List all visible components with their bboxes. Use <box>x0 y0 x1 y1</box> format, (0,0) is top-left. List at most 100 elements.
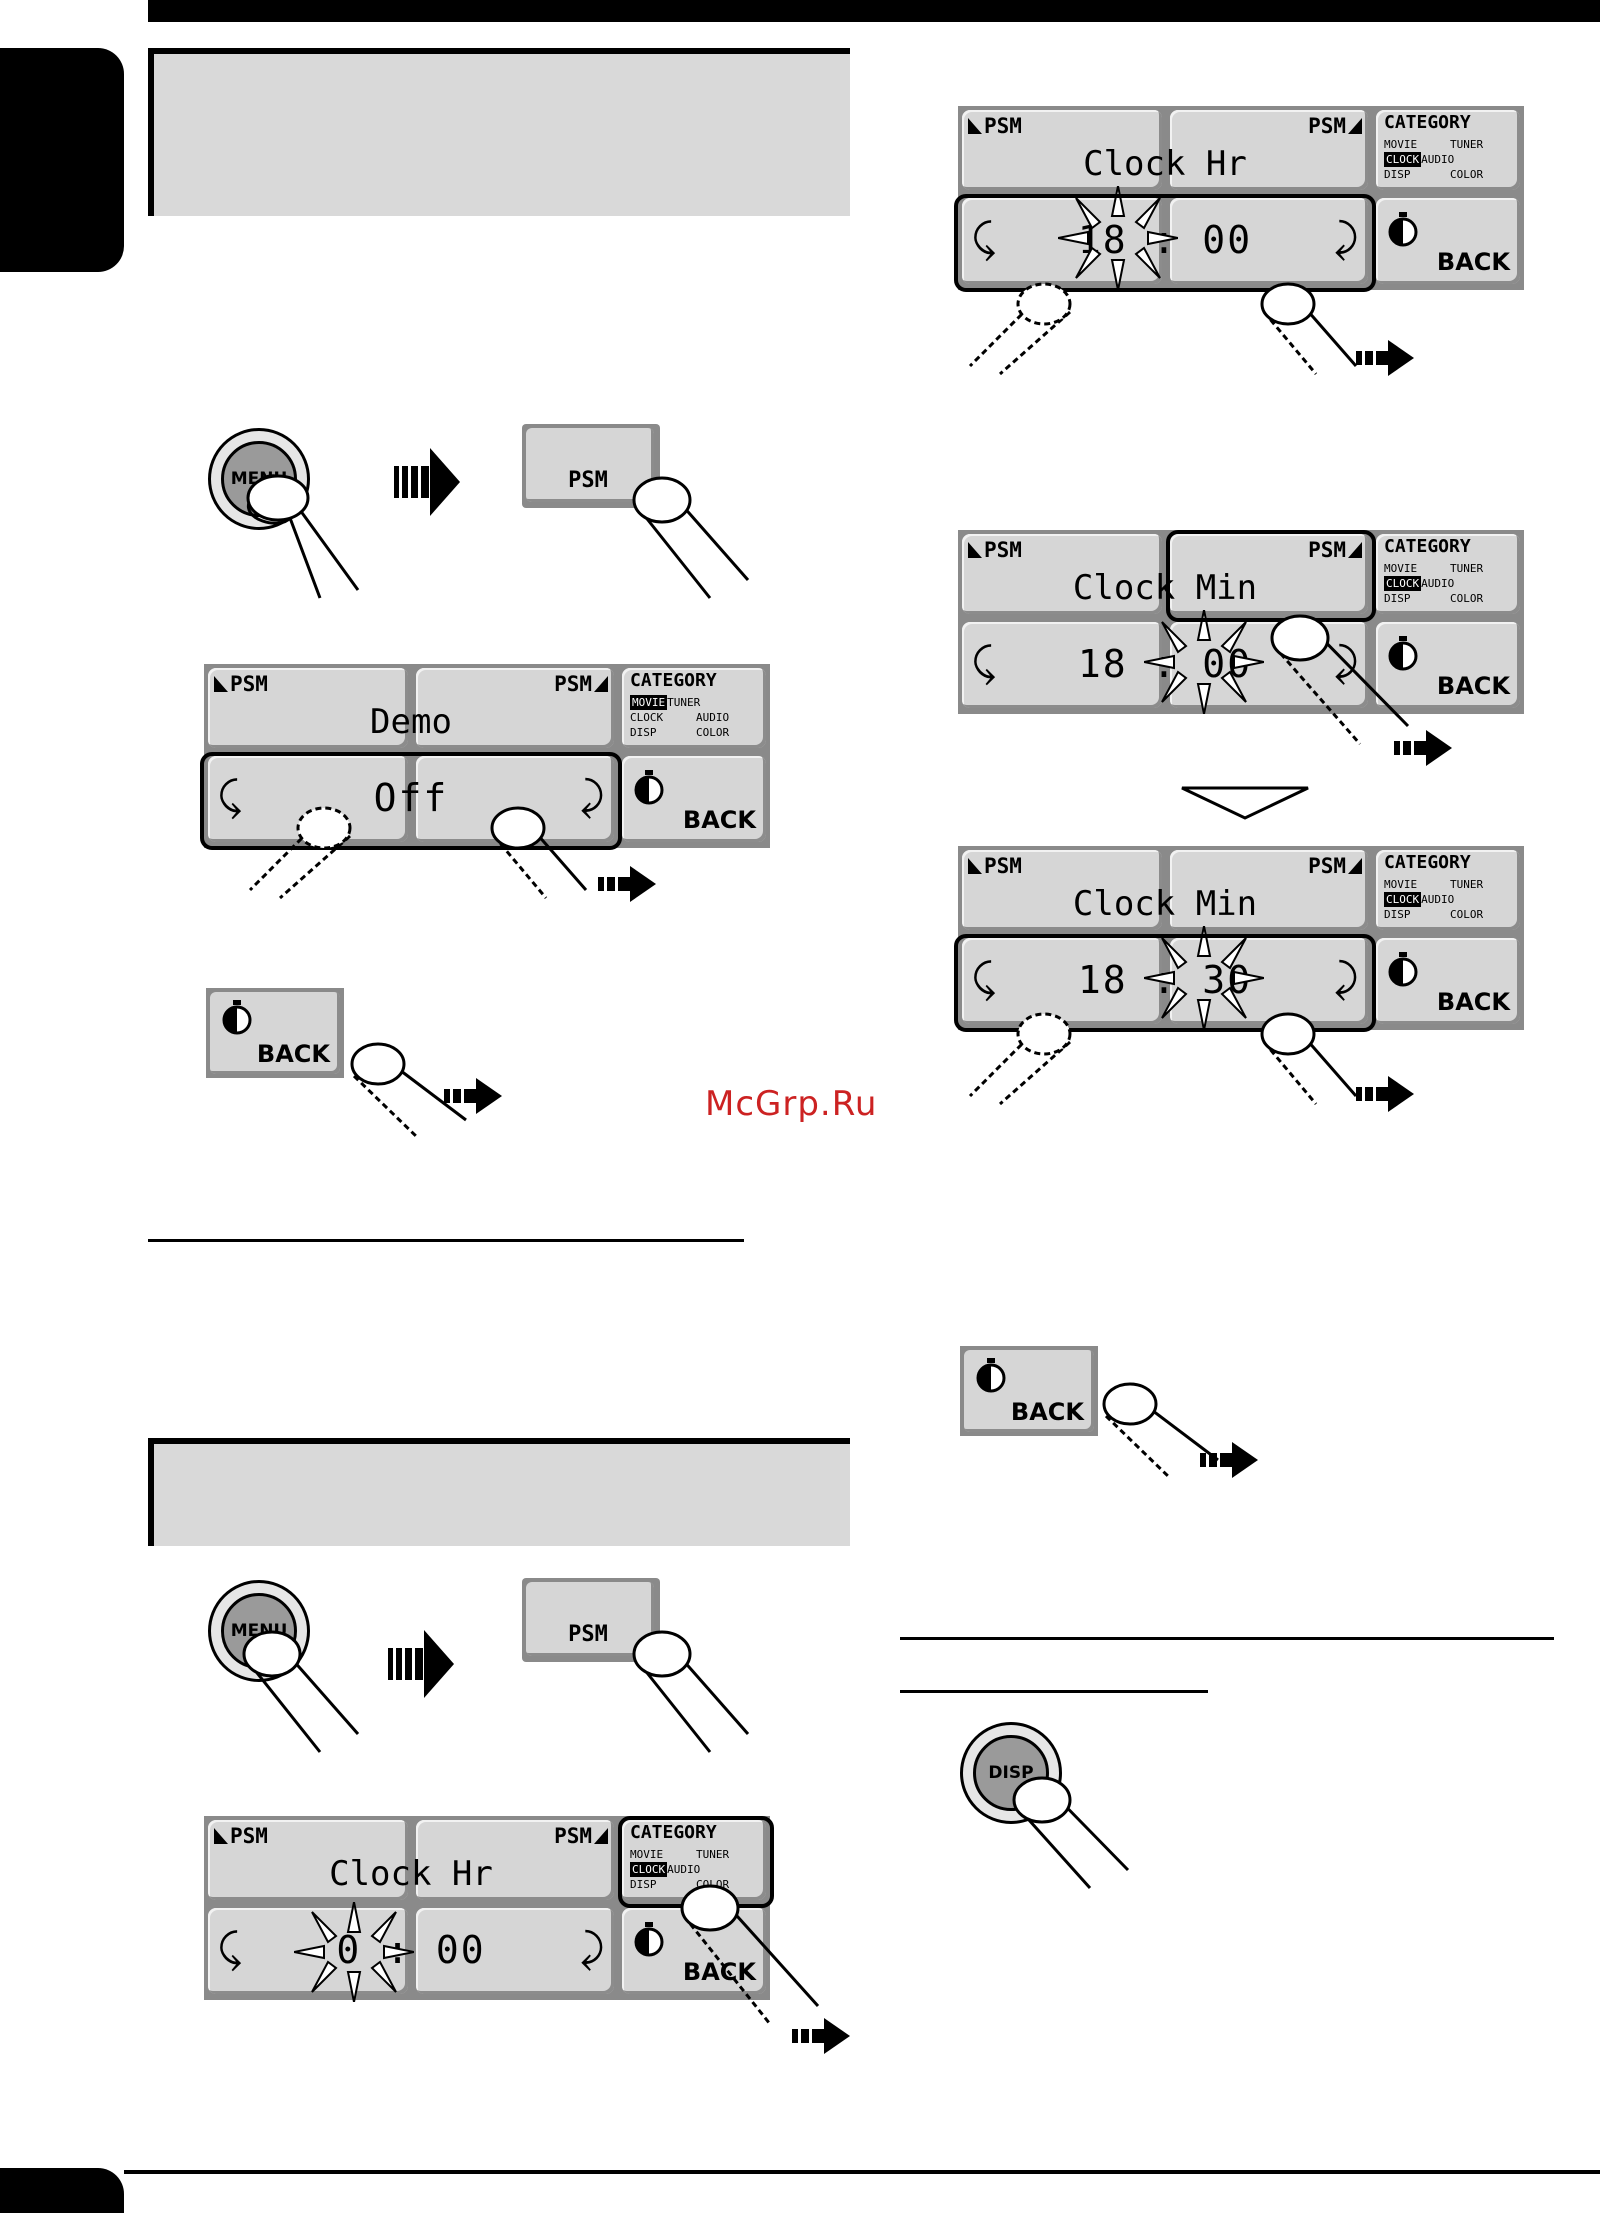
triangle-left-icon <box>968 858 982 874</box>
blink-burst-icon <box>294 1902 414 2002</box>
lcd-item-value: Off <box>373 776 449 820</box>
section-header-clock <box>148 1438 850 1546</box>
language-tab <box>0 48 124 272</box>
psm-prev-button[interactable]: PSM <box>962 850 1162 930</box>
triangle-left-icon <box>214 676 228 692</box>
finger-icon <box>350 1042 467 1140</box>
triangle-right-icon <box>1348 858 1362 874</box>
triangle-right-icon <box>1348 542 1362 558</box>
lcd-item-value: 0 : 00 <box>336 1928 486 1972</box>
press-arrow-icon <box>1394 730 1452 766</box>
section-header-demo <box>148 48 850 216</box>
psm-prev-button[interactable]: PSM <box>208 668 408 748</box>
back-button[interactable]: BACK <box>206 988 344 1078</box>
timer-icon <box>1388 636 1418 671</box>
back-button[interactable]: BACK <box>1376 938 1520 1024</box>
finger-icon <box>1270 614 1410 745</box>
psm-prev-button[interactable]: PSM <box>208 1820 408 1900</box>
triangle-left-icon <box>968 542 982 558</box>
back-button[interactable]: BACK <box>1376 622 1520 708</box>
press-arrow-icon <box>1356 340 1414 376</box>
finger-icon <box>680 1884 820 2025</box>
lcd-item-title: Demo <box>370 702 452 742</box>
back-button[interactable]: BACK <box>960 1346 1098 1436</box>
finger-icon <box>632 1630 750 1753</box>
psm-next-button[interactable]: PSM <box>1170 850 1368 930</box>
rotate-right-icon: ⤸ <box>580 1926 604 1972</box>
selection-outline <box>954 194 1376 292</box>
finger-icon <box>248 806 352 900</box>
selection-outline <box>1166 530 1376 622</box>
finger-icon <box>1012 1776 1130 1890</box>
divider-rule <box>148 1239 744 1242</box>
triangle-right-icon <box>594 1828 608 1844</box>
divider-rule <box>900 1690 1208 1693</box>
divider-rule <box>900 1637 1554 1640</box>
page-number-tab <box>0 2168 124 2213</box>
blink-burst-icon <box>1144 610 1264 714</box>
value-down-button[interactable]: ⤹ <box>962 938 1162 1024</box>
rotate-right-icon: ⤸ <box>1334 216 1358 262</box>
timer-icon <box>222 1000 252 1035</box>
disp-button[interactable]: DISP <box>960 1722 1062 1824</box>
selection-outline <box>954 934 1376 1032</box>
blink-burst-icon <box>1058 186 1178 290</box>
back-button[interactable]: BACK <box>1376 198 1520 284</box>
finger-icon <box>490 806 588 899</box>
triangle-right-icon <box>594 676 608 692</box>
step-arrow-icon <box>394 448 460 516</box>
selection-outline <box>200 752 622 850</box>
rotate-left-icon: ⤹ <box>218 1926 242 1972</box>
press-arrow-icon <box>792 2018 850 2054</box>
psm-next-button[interactable]: PSM <box>416 668 614 748</box>
watermark: McGrp.Ru <box>705 1084 878 1124</box>
psm-prev-button[interactable]: PSM <box>962 110 1162 190</box>
bottom-rule <box>124 2170 1600 2174</box>
finger-icon <box>242 1630 360 1753</box>
back-button[interactable]: BACK <box>622 756 766 842</box>
psm-next-button[interactable]: PSM <box>1170 110 1368 190</box>
timer-icon <box>976 1358 1006 1393</box>
rotate-left-icon: ⤹ <box>972 956 996 1002</box>
press-arrow-icon <box>598 866 656 902</box>
finger-icon <box>632 476 750 599</box>
psm-next-button[interactable]: PSM <box>416 1820 614 1900</box>
value-up-button[interactable]: ⤸ <box>1170 198 1368 284</box>
psm-next-button[interactable]: PSM <box>1170 534 1368 614</box>
press-arrow-icon <box>444 1078 502 1114</box>
psm-prev-button[interactable]: PSM <box>962 534 1162 614</box>
lcd-item-title: Clock Min <box>1072 884 1258 924</box>
finger-icon <box>1260 282 1358 375</box>
lcd-item-title: Clock Min <box>1072 568 1258 608</box>
step-arrow-icon <box>388 1630 454 1698</box>
triangle-left-icon <box>214 1828 228 1844</box>
rotate-left-icon: ⤹ <box>218 774 242 820</box>
press-arrow-icon <box>1356 1076 1414 1112</box>
finger-icon <box>1260 1012 1358 1105</box>
lcd-item-title: Clock Hr <box>329 1854 493 1894</box>
value-down-button[interactable]: ⤹ <box>962 622 1162 708</box>
blink-burst-icon <box>1144 926 1264 1030</box>
finger-icon <box>246 474 360 599</box>
rotate-right-icon: ⤸ <box>580 774 604 820</box>
finger-icon <box>968 1012 1072 1106</box>
value-down-button[interactable]: ⤹ <box>962 198 1162 284</box>
value-up-button[interactable]: ⤸ <box>416 1908 614 1994</box>
timer-icon <box>1388 952 1418 987</box>
timer-icon <box>1388 212 1418 247</box>
